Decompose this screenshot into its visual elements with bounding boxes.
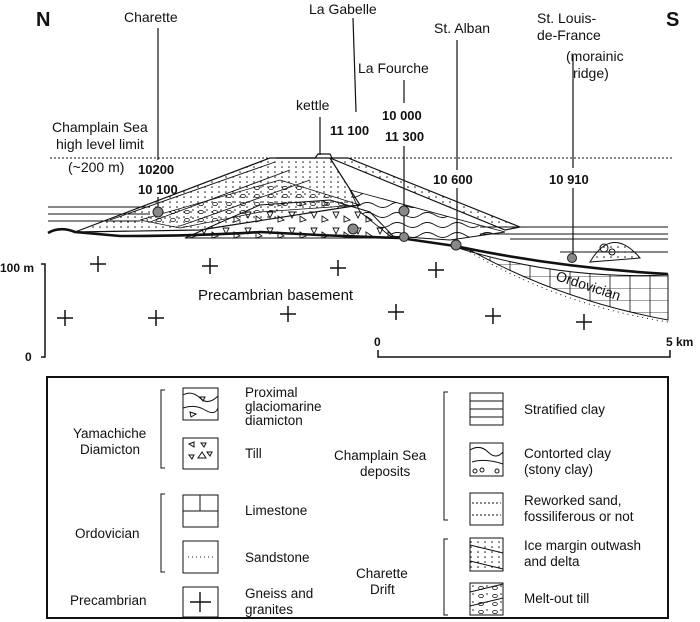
group-yamachiche-1: Yamachiche <box>73 426 146 441</box>
vscale-top: 100 m <box>0 261 34 275</box>
item-gneiss-1: Gneiss and <box>245 586 313 601</box>
group-charette-2: Drift <box>370 582 395 597</box>
date-louis: 10 910 <box>549 172 589 187</box>
item-ice-margin-1: Ice margin outwash <box>524 538 641 553</box>
south-label: S <box>666 9 679 31</box>
site-charette: Charette <box>124 9 178 25</box>
item-contorted-1: Contorted clay <box>524 446 611 461</box>
item-stratified: Stratified clay <box>524 402 605 417</box>
group-precambrian: Precambrian <box>70 593 147 608</box>
sea-limit-2: high level limit <box>56 136 144 152</box>
north-label: N <box>36 9 50 31</box>
ordovician-strata <box>454 246 669 321</box>
date-alban: 10 600 <box>433 172 473 187</box>
morainic-ridge-1: (morainic <box>566 48 624 64</box>
group-ordovician: Ordovician <box>75 526 140 541</box>
reworked-sand-swatch <box>469 492 504 526</box>
basement-surface <box>47 227 669 276</box>
yamachiche-till <box>184 199 397 239</box>
legend: Yamachiche Diamicton Ordovician Precambr… <box>46 376 669 619</box>
item-proximal-2: glaciomarine <box>245 399 322 414</box>
item-sandstone: Sandstone <box>245 550 310 565</box>
reworked-sand <box>329 157 523 231</box>
morainic-ridge-2: ridge) <box>573 65 609 81</box>
hscale-end: 5 km <box>666 335 693 349</box>
site-st-louis-1: St. Louis- <box>537 10 596 26</box>
kettle-label: kettle <box>296 97 330 113</box>
item-proximal-1: Proximal <box>245 385 298 400</box>
leader-lines <box>157 17 574 258</box>
date-charette-b: 10 100 <box>138 182 178 197</box>
item-ice-margin-2: and delta <box>524 554 580 569</box>
item-reworked-1: Reworked sand, <box>524 493 622 508</box>
site-la-fourche: La Fourche <box>358 60 429 76</box>
site-la-gabelle: La Gabelle <box>309 1 377 17</box>
item-reworked-2: fossiliferous or not <box>524 509 634 524</box>
hscale-start: 0 <box>374 335 381 349</box>
item-gneiss-2: granites <box>245 602 293 617</box>
ice-margin-outwash-swatch <box>469 537 504 572</box>
delta-bedding <box>109 161 311 227</box>
sea-limit-3: (~200 m) <box>68 159 124 175</box>
kettle-depression <box>276 153 333 159</box>
group-yamachiche-2: Diamicton <box>80 442 140 457</box>
item-till: Till <box>245 446 262 461</box>
horizontal-scale-bar <box>377 350 671 358</box>
site-st-alban: St. Alban <box>434 20 490 36</box>
contorted-clay-swatch <box>469 442 504 477</box>
item-proximal-3: diamicton <box>245 413 303 428</box>
site-st-louis-2: de-France <box>537 27 601 43</box>
precambrian-basement-label: Precambrian basement <box>198 287 354 304</box>
sample-sites <box>152 205 577 263</box>
group-champlain-2: deposits <box>360 464 411 479</box>
date-fourche-b: 11 300 <box>385 129 424 144</box>
sea-limit-1: Champlain Sea <box>52 119 148 135</box>
date-charette-a: 10200 <box>138 162 174 177</box>
precambrian-crosses <box>57 256 592 330</box>
group-champlain-1: Champlain Sea <box>334 448 427 463</box>
vscale-bottom: 0 <box>25 350 32 364</box>
vertical-scale-bar <box>41 263 46 358</box>
date-fourche-a: 10 000 <box>382 108 422 123</box>
date-gabelle: 11 100 <box>330 123 369 138</box>
item-contorted-2: (stony clay) <box>524 462 593 477</box>
item-meltout: Melt-out till <box>524 591 589 606</box>
group-charette-1: Charette <box>356 566 408 581</box>
item-limestone: Limestone <box>245 503 307 518</box>
